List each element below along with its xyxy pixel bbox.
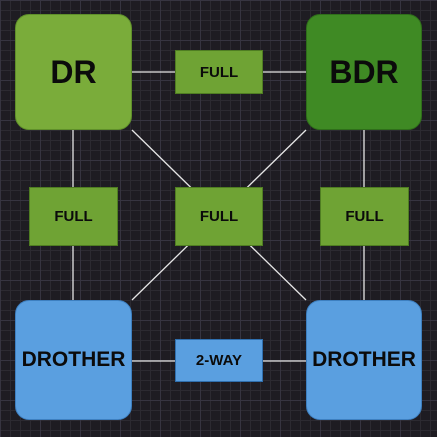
bdr-router[interactable]: BDR [306, 14, 422, 130]
drother-right-label: DROTHER [312, 348, 416, 371]
adjacency-label-bottom-text: 2-WAY [195, 352, 243, 369]
adjacency-label-center-text: FULL [199, 208, 239, 225]
bdr-label: BDR [329, 53, 399, 90]
adjacency-label-center: FULL [175, 187, 263, 246]
adjacency-label-left: FULL [29, 187, 118, 246]
adjacency-label-top: FULL [175, 50, 263, 94]
adjacency-label-right-text: FULL [345, 208, 384, 225]
drother-left-label: DROTHER [21, 348, 126, 371]
dr-router[interactable]: DR [15, 14, 132, 130]
adjacency-label-top-text: FULL [199, 63, 239, 81]
drother-right-router[interactable]: DROTHER [306, 300, 422, 420]
dr-label: DR [50, 53, 97, 90]
adjacency-label-bottom: 2-WAY [175, 339, 263, 382]
drother-left-router[interactable]: DROTHER [15, 300, 132, 420]
adjacency-label-left-text: FULL [54, 208, 93, 225]
adjacency-label-right: FULL [320, 187, 409, 246]
